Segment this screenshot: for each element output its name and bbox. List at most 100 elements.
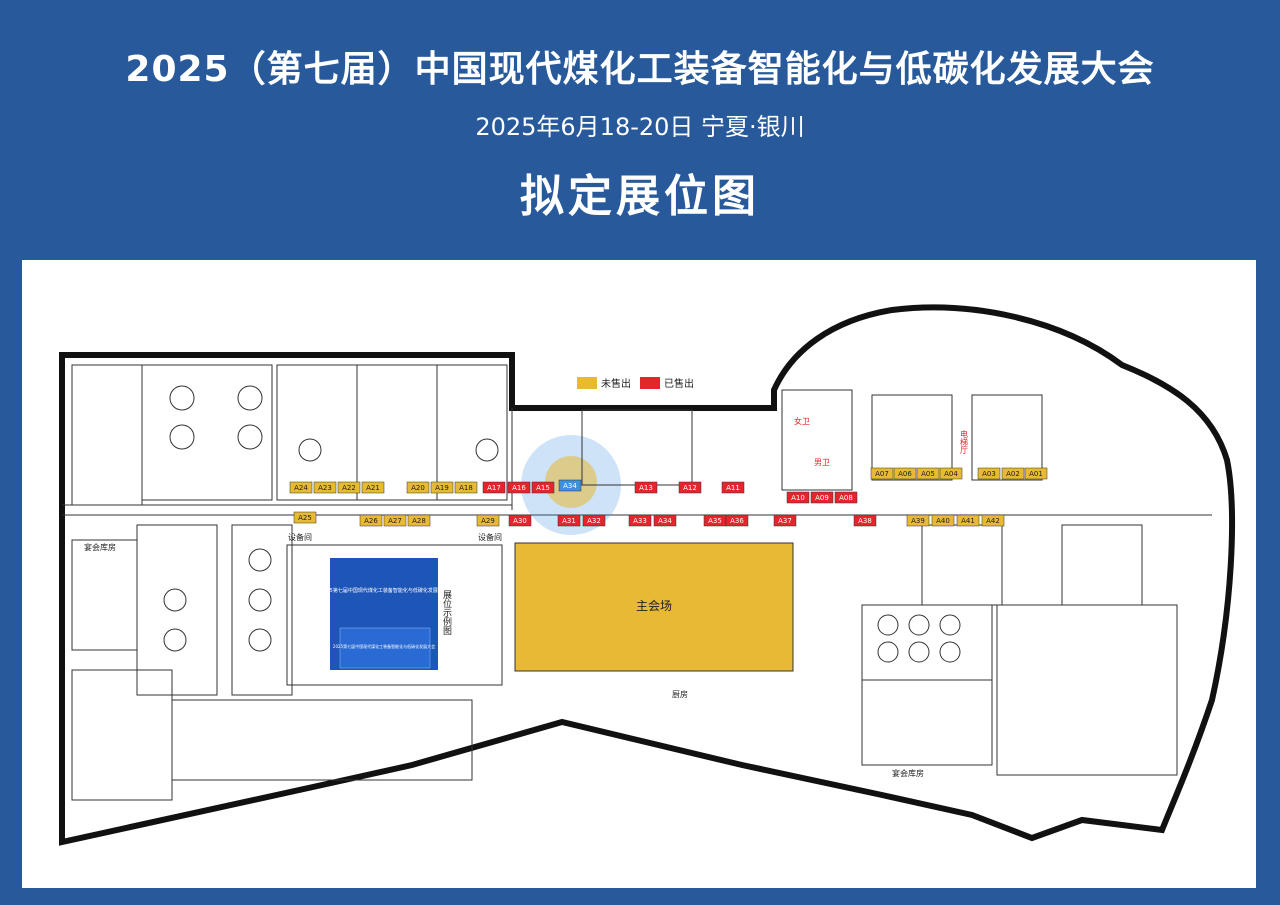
booth-a32[interactable]: A32 (582, 514, 606, 527)
booth-a34[interactable]: A34 (558, 479, 582, 492)
booth-box[interactable] (406, 481, 430, 494)
booth-a26[interactable]: A26 (359, 514, 383, 527)
booth-a42[interactable]: A42 (981, 514, 1005, 527)
booth-a30[interactable]: A30 (508, 514, 532, 527)
booth-a09[interactable]: A09 (810, 491, 834, 504)
booth-a40[interactable]: A40 (931, 514, 955, 527)
booth-a19[interactable]: A19 (430, 481, 454, 494)
booth-box[interactable] (773, 514, 797, 527)
booth-box[interactable] (981, 514, 1005, 527)
booth-a01[interactable]: A01 (1024, 467, 1048, 480)
booth-a21[interactable]: A21 (361, 481, 385, 494)
booth-box[interactable] (293, 511, 317, 524)
booth-box[interactable] (628, 514, 652, 527)
booth-box[interactable] (454, 481, 478, 494)
booth-box[interactable] (558, 479, 582, 492)
booth-box[interactable] (853, 514, 877, 527)
booth-box[interactable] (383, 514, 407, 527)
booth-a07[interactable]: A07 (870, 467, 894, 480)
booth-box[interactable] (906, 514, 930, 527)
booth-label: A42 (986, 517, 1000, 525)
booth-a02[interactable]: A02 (1001, 467, 1025, 480)
booth-a17[interactable]: A17 (482, 481, 506, 494)
booth-box[interactable] (482, 481, 506, 494)
booth-box[interactable] (531, 481, 555, 494)
floor-plan-panel: 2025第七届中国现代煤化工装备智能化与低碳化发展大会 2025第七届中国现代煤… (22, 260, 1256, 888)
booth-label: A06 (898, 470, 912, 478)
booth-a41[interactable]: A41 (956, 514, 980, 527)
booth-a25[interactable]: A25 (293, 511, 317, 524)
booth-box[interactable] (337, 481, 361, 494)
elevator-hall: 电梯厅 (960, 429, 969, 454)
booth-label: A15 (536, 484, 550, 492)
booth-a37[interactable]: A37 (773, 514, 797, 527)
booth-box[interactable] (721, 481, 745, 494)
booth-a04[interactable]: A04 (939, 467, 963, 480)
booth-box[interactable] (359, 514, 383, 527)
right-wing (581, 389, 1178, 776)
booth-box[interactable] (893, 467, 917, 480)
booth-a06[interactable]: A06 (893, 467, 917, 480)
booth-label: A26 (364, 517, 378, 525)
booth-a39[interactable]: A39 (906, 514, 930, 527)
exhibit-sample-label: 展位示例图 (441, 590, 452, 636)
booth-label: A07 (875, 470, 889, 478)
booth-a05[interactable]: A05 (916, 467, 940, 480)
booth-a10[interactable]: A10 (786, 491, 810, 504)
booth-box[interactable] (939, 467, 963, 480)
booth-label: A31 (562, 517, 576, 525)
legend-sold-swatch (640, 377, 660, 389)
booth-box[interactable] (634, 481, 658, 494)
booth-box[interactable] (834, 491, 858, 504)
booth-box[interactable] (313, 481, 337, 494)
booth-a33[interactable]: A33 (628, 514, 652, 527)
booth-a13[interactable]: A13 (634, 481, 658, 494)
booth-box[interactable] (1001, 467, 1025, 480)
booth-a22[interactable]: A22 (337, 481, 361, 494)
booth-a38[interactable]: A38 (853, 514, 877, 527)
booth-box[interactable] (289, 481, 313, 494)
booth-box[interactable] (430, 481, 454, 494)
booth-box[interactable] (476, 514, 500, 527)
booth-box[interactable] (870, 467, 894, 480)
banquet-storage-left: 宴会库房 (84, 542, 116, 552)
booth-box[interactable] (1024, 467, 1048, 480)
booth-box[interactable] (678, 481, 702, 494)
booth-box[interactable] (956, 514, 980, 527)
booth-a08[interactable]: A08 (834, 491, 858, 504)
booth-label: A22 (342, 484, 356, 492)
booth-a16[interactable]: A16 (507, 481, 531, 494)
booth-box[interactable] (361, 481, 385, 494)
booth-box[interactable] (507, 481, 531, 494)
booth-label: A09 (815, 494, 829, 502)
booth-a28[interactable]: A28 (407, 514, 431, 527)
booth-box[interactable] (653, 514, 677, 527)
booth-box[interactable] (977, 467, 1001, 480)
booth-box[interactable] (931, 514, 955, 527)
booth-box[interactable] (725, 514, 749, 527)
booth-a23[interactable]: A23 (313, 481, 337, 494)
booth-label: A40 (936, 517, 950, 525)
booth-a03[interactable]: A03 (977, 467, 1001, 480)
booth-a29[interactable]: A29 (476, 514, 500, 527)
booth-a15[interactable]: A15 (531, 481, 555, 494)
booth-a31[interactable]: A31 (557, 514, 581, 527)
booth-box[interactable] (407, 514, 431, 527)
booth-box[interactable] (582, 514, 606, 527)
booth-a36[interactable]: A36 (725, 514, 749, 527)
booth-a34[interactable]: A34 (653, 514, 677, 527)
booth-box[interactable] (508, 514, 532, 527)
booth-a12[interactable]: A12 (678, 481, 702, 494)
booth-a24[interactable]: A24 (289, 481, 313, 494)
booth-box[interactable] (916, 467, 940, 480)
booth-a35[interactable]: A35 (703, 514, 727, 527)
booth-a20[interactable]: A20 (406, 481, 430, 494)
booth-box[interactable] (810, 491, 834, 504)
booth-box[interactable] (786, 491, 810, 504)
booth-label: A03 (982, 470, 996, 478)
booth-a11[interactable]: A11 (721, 481, 745, 494)
booth-a27[interactable]: A27 (383, 514, 407, 527)
booth-a18[interactable]: A18 (454, 481, 478, 494)
booth-box[interactable] (557, 514, 581, 527)
booth-label: A41 (961, 517, 975, 525)
